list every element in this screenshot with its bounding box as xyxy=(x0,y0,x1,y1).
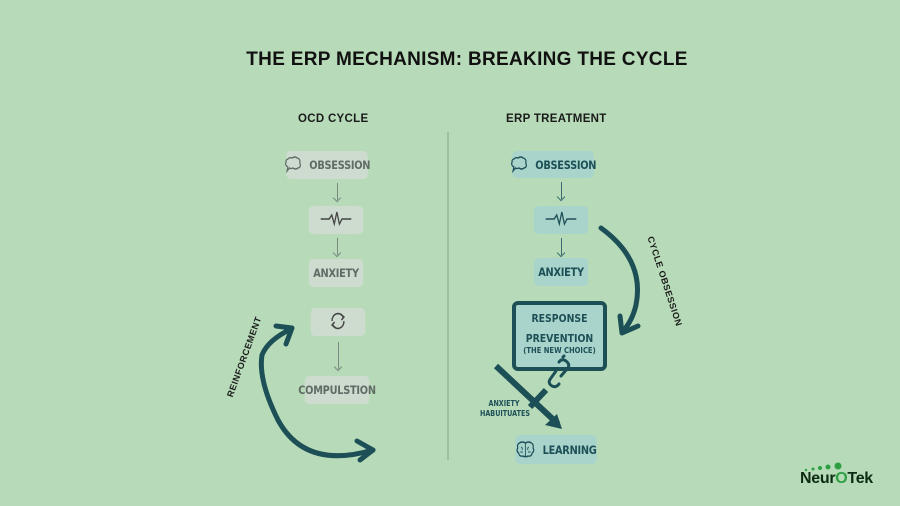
block-bar xyxy=(527,387,549,410)
learning-label: LEARNING xyxy=(542,442,597,457)
speech-bubble-icon xyxy=(510,155,529,174)
cycle-obsession-arrowhead xyxy=(617,313,641,336)
erp-arrow-1 xyxy=(561,182,562,199)
heartbeat-icon xyxy=(319,210,353,231)
erp-obsession-node: OBSESSION xyxy=(510,151,597,178)
page-title: THE ERP MECHANISM: BREAKING THE CYCLE xyxy=(246,49,688,70)
reinforcement-arrowhead-top xyxy=(273,323,295,347)
column-divider xyxy=(447,132,449,460)
anxiety-habituates-label: ANXIETY HABUITUATES xyxy=(480,399,530,419)
ocd-arrow-2 xyxy=(337,238,338,255)
ocd-anxiety-node: ANXIETY xyxy=(308,259,364,287)
ocd-heartbeat-node xyxy=(308,206,364,234)
response-prevention-box: RESPONSE PREVENTION (THE NEW CHOICE) xyxy=(512,301,607,371)
ocd-obsession-node: OBSESSION xyxy=(284,151,371,179)
ocd-compulsion-label: COMPULSTION xyxy=(298,383,376,397)
broken-chain-icon xyxy=(547,354,571,389)
erp-treatment-heading: ERP TREATMENT xyxy=(506,113,607,125)
erp-heartbeat-node xyxy=(533,206,589,234)
rp-line-2: PREVENTION xyxy=(525,332,594,345)
ocd-arrow-3 xyxy=(338,342,339,369)
learning-node: LEARNING xyxy=(515,435,597,464)
brain-icon xyxy=(515,440,535,460)
habituates-line-2: HABUITUATES xyxy=(480,409,530,418)
habituation-arrow xyxy=(493,363,561,427)
ocd-obsession-label: OBSESSION xyxy=(309,158,371,172)
ocd-compulsion-node: COMPULSTION xyxy=(298,376,376,404)
reinforcement-arrow xyxy=(258,326,376,459)
rp-line-3: (THE NEW CHOICE) xyxy=(523,346,596,355)
cycle-obsession-arrow xyxy=(598,225,640,335)
erp-obsession-label: OBSESSION xyxy=(535,157,597,172)
logo-text-2: Tek xyxy=(847,470,873,487)
ocd-compulsion-icon-node xyxy=(310,308,366,336)
reinforcement-arrowhead-bottom xyxy=(354,438,376,463)
ocd-arrow-1 xyxy=(337,183,338,200)
habituation-arrowhead xyxy=(545,414,562,429)
logo-text-1: Neur xyxy=(800,470,836,487)
ocd-cycle-heading: OCD CYCLE xyxy=(298,113,369,125)
erp-anxiety-label: ANXIETY xyxy=(538,265,584,279)
ocd-anxiety-label: ANXIETY xyxy=(313,266,359,280)
habituates-line-1: ANXIETY xyxy=(488,399,520,408)
erp-anxiety-node: ANXIETY xyxy=(533,258,589,286)
rp-line-1: RESPONSE xyxy=(531,312,588,325)
logo-text-o: O xyxy=(835,470,848,487)
speech-bubble-icon xyxy=(284,156,303,174)
neurotek-logo: NeurOTek xyxy=(800,462,873,488)
logo-dots-icon xyxy=(804,462,842,472)
heartbeat-icon xyxy=(544,210,578,231)
cycle-arrows-icon xyxy=(328,311,348,334)
erp-arrow-2 xyxy=(561,238,562,255)
